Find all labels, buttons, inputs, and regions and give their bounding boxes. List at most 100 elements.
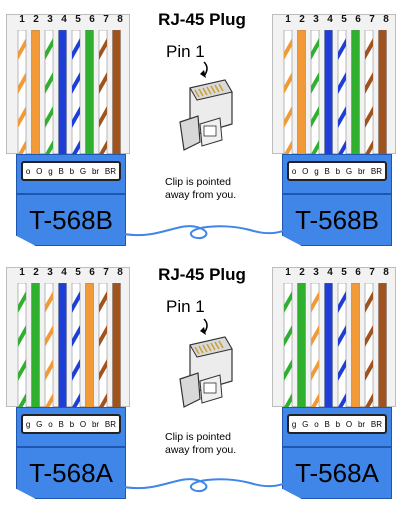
wire	[31, 283, 40, 418]
pin-number: 3	[313, 267, 319, 278]
wire-code: br	[357, 166, 366, 176]
wire-code: B	[58, 166, 64, 176]
wire-code: o	[314, 419, 319, 429]
pin-number: 1	[19, 267, 25, 278]
wire-set	[17, 30, 121, 165]
wire	[85, 283, 94, 418]
pin-number: 8	[117, 267, 123, 278]
pin-number: 5	[75, 267, 81, 278]
wire-code: b	[335, 166, 341, 176]
wire	[324, 283, 333, 418]
wire-code: B	[58, 419, 64, 429]
pin-number: 6	[355, 14, 361, 25]
wire	[283, 283, 293, 418]
wire	[310, 30, 320, 165]
wire	[378, 30, 387, 165]
rj45-plug-icon	[179, 318, 233, 408]
wire-code: g	[48, 166, 53, 176]
wire	[44, 30, 54, 165]
wire	[337, 283, 347, 418]
clip-note: Clip is pointed away from you.	[165, 431, 255, 457]
pin-number: 3	[313, 14, 319, 25]
pin-number: 5	[341, 267, 347, 278]
wire-code: br	[91, 166, 100, 176]
connector-body	[6, 14, 130, 154]
wire-code: g	[314, 166, 319, 176]
pin-number: 8	[383, 267, 389, 278]
pin-number: 8	[383, 14, 389, 25]
standard-label: T-568A	[16, 447, 126, 499]
wire-set	[17, 283, 121, 418]
pin-number: 7	[369, 267, 375, 278]
pin-number: 2	[299, 14, 305, 25]
wire-code: br	[91, 419, 100, 429]
pin-number: 7	[103, 267, 109, 278]
connecting-cable	[123, 478, 287, 493]
wire	[44, 283, 54, 418]
wire-code: b	[69, 419, 75, 429]
connector-body	[272, 267, 396, 407]
wire	[364, 283, 374, 418]
pin-number: 1	[19, 14, 25, 25]
clip-note: Clip is pointed away from you.	[165, 176, 255, 202]
wire	[85, 30, 94, 165]
pin-number: 7	[369, 14, 375, 25]
wire-code: BR	[370, 166, 383, 176]
connector-body	[272, 14, 396, 154]
rj45-title: RJ-45 Plug	[158, 10, 246, 29]
wire-code: O	[79, 419, 87, 429]
wire-code: G	[79, 166, 87, 176]
pin-number: 4	[327, 267, 333, 278]
wire	[98, 283, 108, 418]
pin-number: 2	[33, 267, 39, 278]
connecting-cable	[123, 225, 287, 240]
wire-code: B	[324, 166, 330, 176]
wire	[17, 30, 27, 165]
clip-note-line1: Clip is pointed	[165, 431, 231, 443]
wire-set	[283, 30, 387, 165]
wire-code: G	[302, 419, 309, 429]
wire	[58, 30, 67, 165]
pin-number: 4	[61, 14, 67, 25]
wire-code: O	[36, 166, 43, 176]
wire-code: B	[324, 419, 330, 429]
standard-label: T-568B	[16, 194, 126, 246]
pin-number: 6	[89, 267, 95, 278]
pin-number: 1	[285, 267, 291, 278]
wire-code: BR	[104, 166, 117, 176]
pin-number: 5	[75, 14, 81, 25]
pin-number: 5	[341, 14, 347, 25]
wire-code: o	[48, 419, 53, 429]
pin-number: 3	[47, 267, 53, 278]
wire	[112, 30, 121, 165]
pin-number: 6	[355, 267, 361, 278]
wire-code: G	[36, 419, 43, 429]
wire-code: b	[69, 166, 75, 176]
wire	[71, 283, 81, 418]
wire-code: br	[357, 419, 366, 429]
wire-code: b	[335, 419, 341, 429]
pin-number: 1	[285, 14, 291, 25]
pin-number: 4	[61, 267, 67, 278]
wire	[17, 283, 27, 418]
wire-code: BR	[104, 419, 117, 429]
wire	[71, 30, 81, 165]
pin-number: 4	[327, 14, 333, 25]
rj45-plug-icon	[179, 61, 233, 151]
wire	[351, 30, 360, 165]
clip-note-line2: away from you.	[165, 189, 237, 201]
wire	[378, 283, 387, 418]
pin1-label: Pin 1	[166, 297, 205, 316]
wire-code: g	[291, 419, 297, 429]
standard-label: T-568B	[282, 194, 392, 246]
